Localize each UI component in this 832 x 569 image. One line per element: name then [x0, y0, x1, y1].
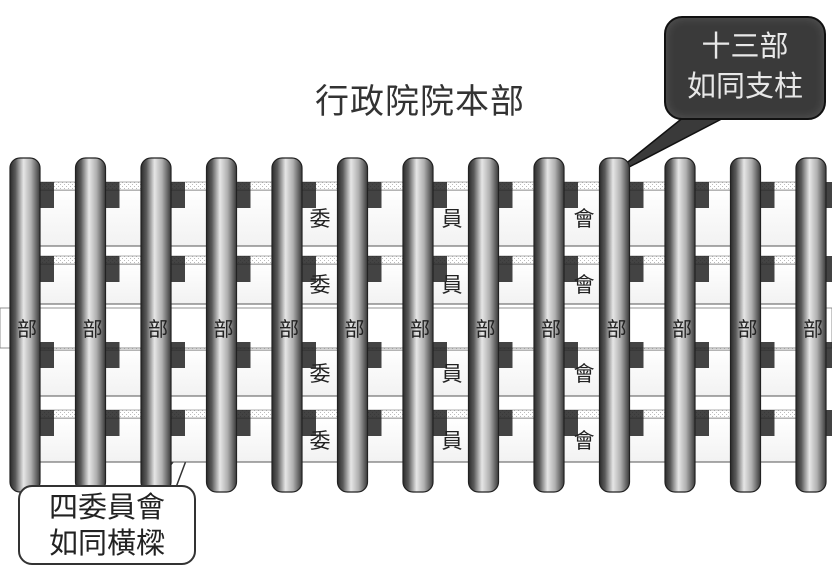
committee-char-4-3: 會: [574, 429, 595, 453]
ministry-pillar-5: [271, 157, 303, 493]
ministry-pillar-6: [336, 157, 369, 493]
pillar-shadow-12-2: [760, 256, 775, 282]
pillar-shadow-12-3: [760, 342, 775, 368]
pillar-shadow-9-4: [564, 410, 578, 436]
ministry-label-6: 部: [345, 317, 365, 341]
callout-beams-line-1: 四委員會: [48, 490, 165, 524]
ministry-label-4: 部: [214, 317, 234, 341]
pillar-shadow-7-1: [433, 182, 447, 208]
ministry-label-13: 部: [803, 317, 823, 341]
pillar-shadow-4-3: [236, 342, 251, 368]
pillar-shadow-8-4: [498, 410, 513, 436]
pillar-shadow-1-3: [40, 342, 54, 368]
pillar-shadow-5-4: [302, 410, 316, 436]
ministry-pillar-4: [205, 157, 238, 493]
ministry-label-5: 部: [279, 317, 299, 341]
pillar-shadow-12-1: [760, 182, 775, 208]
pillar-shadow-10-1: [629, 182, 644, 208]
ministry-label-2: 部: [83, 317, 103, 341]
pillar-shadow-12-4: [760, 410, 775, 436]
pillar-shadow-13-3: [826, 342, 832, 368]
pillar-shadow-2-2: [105, 256, 120, 282]
pillar-shadow-1-4: [40, 410, 54, 436]
pillar-shadow-4-2: [236, 256, 251, 282]
pillar-shadow-10-3: [629, 342, 644, 368]
pillar-shadow-13-1: [826, 182, 832, 208]
pillar-shadow-6-1: [367, 182, 382, 208]
ministry-pillar-7: [402, 157, 434, 493]
pillar-shadow-6-3: [367, 342, 382, 368]
ministry-pillar-10: [598, 157, 631, 493]
committee-char-2-2: 員: [442, 273, 463, 297]
callout-pillars-line-2: 如同支柱: [686, 69, 803, 103]
callout-beams-line-2: 如同橫樑: [48, 526, 165, 560]
pillar-shadow-3-4: [171, 410, 185, 436]
pillar-shadow-8-1: [498, 182, 513, 208]
pillar-shadow-3-2: [171, 256, 185, 282]
pillar-shadow-1-2: [40, 256, 54, 282]
pillar-shadow-1-1: [40, 182, 54, 208]
callout-pillars-line-1: 十三部: [701, 29, 789, 63]
diagram-title: 行政院院本部: [315, 82, 525, 122]
committee-char-4-1: 委: [310, 429, 331, 453]
ministry-label-8: 部: [476, 317, 496, 341]
ministry-pillar-9: [533, 157, 565, 493]
pillar-shadow-4-1: [236, 182, 251, 208]
committee-char-3-2: 員: [442, 362, 463, 386]
pillar-shadow-9-2: [564, 256, 578, 282]
pillar-shadow-7-4: [433, 410, 447, 436]
pillar-shadow-10-2: [629, 256, 644, 282]
pillar-shadow-3-3: [171, 342, 185, 368]
ministry-pillar-13: [795, 157, 827, 493]
ministry-label-7: 部: [410, 317, 430, 341]
pillar-shadow-5-3: [302, 342, 316, 368]
pillar-shadow-4-4: [236, 410, 251, 436]
pillar-shadow-2-1: [105, 182, 120, 208]
pillar-shadow-6-4: [367, 410, 382, 436]
ministry-label-10: 部: [607, 317, 627, 341]
ministry-pillar-12: [729, 157, 762, 493]
pillar-shadow-13-4: [826, 410, 832, 436]
committee-char-2-3: 會: [574, 273, 595, 297]
pillar-shadow-5-1: [302, 182, 316, 208]
pillar-shadow-5-2: [302, 256, 316, 282]
pillar-shadow-8-3: [498, 342, 513, 368]
pillar-shadow-8-2: [498, 256, 513, 282]
pillar-shadow-11-3: [695, 342, 709, 368]
pillar-shadow-11-4: [695, 410, 709, 436]
committee-char-1-3: 會: [574, 207, 595, 231]
pillar-shadow-13-2: [826, 256, 832, 282]
pillar-shadow-10-4: [629, 410, 644, 436]
committee-char-1-2: 員: [442, 207, 463, 231]
pillar-shadow-11-2: [695, 256, 709, 282]
pillar-shadow-7-2: [433, 256, 447, 282]
pillar-shadow-9-3: [564, 342, 578, 368]
committee-char-2-1: 委: [310, 273, 331, 297]
pillar-shadow-2-4: [105, 410, 120, 436]
ministry-label-9: 部: [541, 317, 561, 341]
committee-char-4-2: 員: [442, 429, 463, 453]
pillar-shadow-2-3: [105, 342, 120, 368]
committee-char-3-3: 會: [574, 362, 595, 386]
pillar-shadow-3-1: [171, 182, 185, 208]
ministry-label-12: 部: [738, 317, 758, 341]
callout-beams: 四委員會 如同橫樑: [18, 485, 196, 565]
callout-pillars: 十三部 如同支柱: [664, 16, 826, 120]
pillar-shadow-6-2: [367, 256, 382, 282]
committee-char-3-1: 委: [310, 362, 331, 386]
ministry-label-11: 部: [672, 317, 692, 341]
ministry-label-1: 部: [17, 317, 37, 341]
ministry-pillar-11: [664, 157, 696, 493]
committee-char-1-1: 委: [310, 207, 331, 231]
ministry-label-3: 部: [148, 317, 168, 341]
pillar-shadow-9-1: [564, 182, 578, 208]
pillar-shadow-7-3: [433, 342, 447, 368]
ministry-pillar-8: [467, 157, 500, 493]
pillar-shadow-11-1: [695, 182, 709, 208]
